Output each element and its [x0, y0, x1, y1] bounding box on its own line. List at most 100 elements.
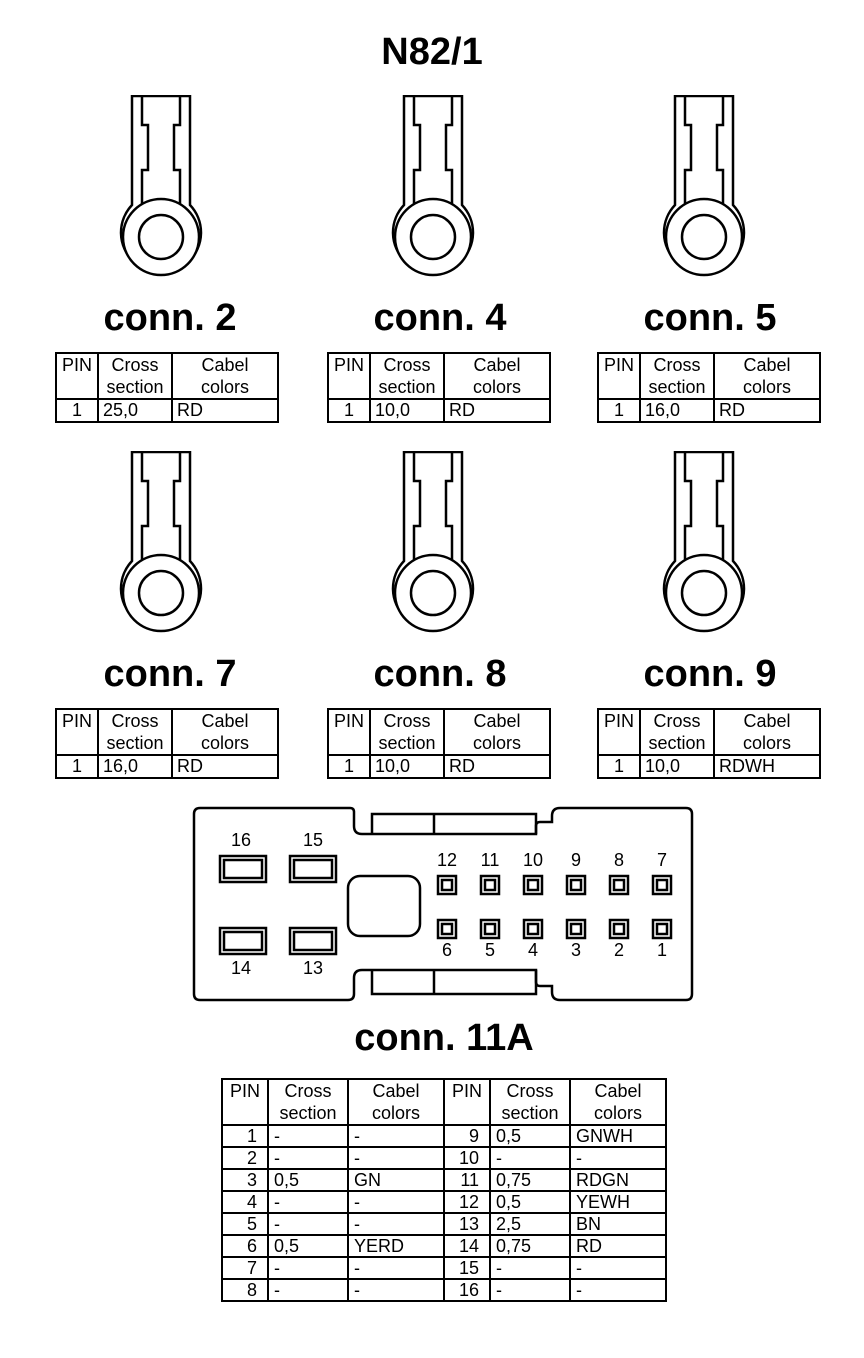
- table-row: 7--15--: [221, 1256, 667, 1280]
- cross-section-cell: 16,0: [639, 398, 715, 423]
- pin-cell: 12: [443, 1190, 491, 1214]
- cable-color-cell: -: [347, 1212, 445, 1236]
- pin-label-14: 14: [230, 958, 252, 978]
- cable-color-cell: -: [569, 1278, 667, 1302]
- pin-socket-inner: [569, 878, 583, 892]
- header-cross: Cross: [383, 711, 431, 731]
- table-row: 1 16,0 RD: [597, 398, 821, 423]
- header-pin: PIN: [443, 1078, 491, 1126]
- header-cross: Cross: [111, 355, 159, 375]
- header-colors: colors: [200, 733, 249, 753]
- ring-terminal-conn-4: [391, 95, 475, 277]
- header-section: section: [501, 1103, 559, 1123]
- cross-section-cell: 0,5: [489, 1190, 571, 1214]
- conn-11a-housing: [192, 806, 694, 1002]
- ring-terminal-conn-5: [662, 95, 746, 277]
- cross-section-cell: -: [267, 1146, 349, 1170]
- header-colors: colors: [742, 377, 791, 397]
- header-section: section: [378, 733, 436, 753]
- conn-5-title: conn. 5: [643, 297, 777, 339]
- pin-cell: 6: [221, 1234, 269, 1258]
- ring-terminal-conn-2: [119, 95, 203, 277]
- cross-section-cell: 0,5: [267, 1234, 349, 1258]
- conn-7-title: conn. 7: [103, 653, 237, 695]
- conn-8-title: conn. 8: [373, 653, 507, 695]
- header-cabel: Cabel: [201, 711, 249, 731]
- cross-section-cell: -: [489, 1146, 571, 1170]
- cable-color-cell: RDWH: [713, 754, 821, 779]
- pin-cell: 4: [221, 1190, 269, 1214]
- pin-cell: 7: [221, 1256, 269, 1280]
- cross-section-cell: 10,0: [369, 754, 445, 779]
- cross-section-cell: 0,5: [489, 1124, 571, 1148]
- pin-label-9: 9: [570, 850, 581, 870]
- header-cabel: Cabel: [473, 711, 521, 731]
- cross-section-cell: 10,0: [369, 398, 445, 423]
- conn-11a-title: conn. 11A: [354, 1017, 534, 1059]
- cable-color-cell: -: [347, 1256, 445, 1280]
- header-cabel: Cabel: [594, 1081, 642, 1101]
- header-pin: PIN: [327, 708, 371, 756]
- header-cross: Cross: [653, 355, 701, 375]
- header-pin: PIN: [221, 1078, 269, 1126]
- pin-socket-inner: [526, 878, 540, 892]
- conn-9-title: conn. 9: [643, 653, 777, 695]
- pin-socket-inner: [483, 878, 497, 892]
- pin-label-16: 16: [230, 830, 252, 850]
- pin-cell: 16: [443, 1278, 491, 1302]
- cable-color-cell: RD: [569, 1234, 667, 1258]
- header-cabel: Cabel: [201, 355, 249, 375]
- cable-color-cell: YEWH: [569, 1190, 667, 1214]
- pin-cell: 1: [327, 754, 371, 779]
- pin-socket: [479, 918, 501, 940]
- pin-cell: 2: [221, 1146, 269, 1170]
- cross-section-cell: -: [267, 1256, 349, 1280]
- pin-socket-inner: [526, 922, 540, 936]
- pin-cell: 8: [221, 1278, 269, 1302]
- header-cabel: Cabel: [473, 355, 521, 375]
- header-colors: colors: [742, 733, 791, 753]
- pin-socket: [651, 874, 673, 896]
- pin-socket-inner: [655, 922, 669, 936]
- header-colors: colors: [472, 733, 521, 753]
- table-row: 1 10,0 RD: [327, 754, 551, 779]
- pin-label-1: 1: [656, 940, 667, 960]
- cross-section-cell: -: [267, 1190, 349, 1214]
- pin-socket-inner: [569, 922, 583, 936]
- cable-color-cell: -: [347, 1190, 445, 1214]
- header-cross: Cross: [653, 711, 701, 731]
- cable-color-cell: RD: [171, 754, 279, 779]
- cross-section-cell: 0,75: [489, 1168, 571, 1192]
- pin-socket: [436, 874, 458, 896]
- cable-color-cell: BN: [569, 1212, 667, 1236]
- pin-socket: [522, 918, 544, 940]
- header-section: section: [106, 377, 164, 397]
- header-cabel: Cabel: [743, 355, 791, 375]
- header-cross: Cross: [506, 1081, 554, 1101]
- ring-terminal-conn-8: [391, 451, 475, 633]
- pin-cell: 11: [443, 1168, 491, 1192]
- cross-section-cell: 25,0: [97, 398, 173, 423]
- pin-cell: 1: [55, 754, 99, 779]
- pin-cell: 9: [443, 1124, 491, 1148]
- cross-section-cell: -: [267, 1212, 349, 1236]
- header-cross: Cross: [383, 355, 431, 375]
- pin-socket: [479, 874, 501, 896]
- pin-socket: [522, 874, 544, 896]
- pin-socket-inner: [612, 922, 626, 936]
- pin-label-3: 3: [570, 940, 581, 960]
- pin-socket-inner: [440, 878, 454, 892]
- cross-section-cell: -: [489, 1256, 571, 1280]
- pin-label-13: 13: [302, 958, 324, 978]
- pin-socket-inner: [483, 922, 497, 936]
- cross-section-cell: -: [489, 1278, 571, 1302]
- table-row: 2--10--: [221, 1146, 667, 1170]
- pin-cell: 1: [597, 754, 641, 779]
- pin-label-12: 12: [436, 850, 458, 870]
- cable-color-cell: YERD: [347, 1234, 445, 1258]
